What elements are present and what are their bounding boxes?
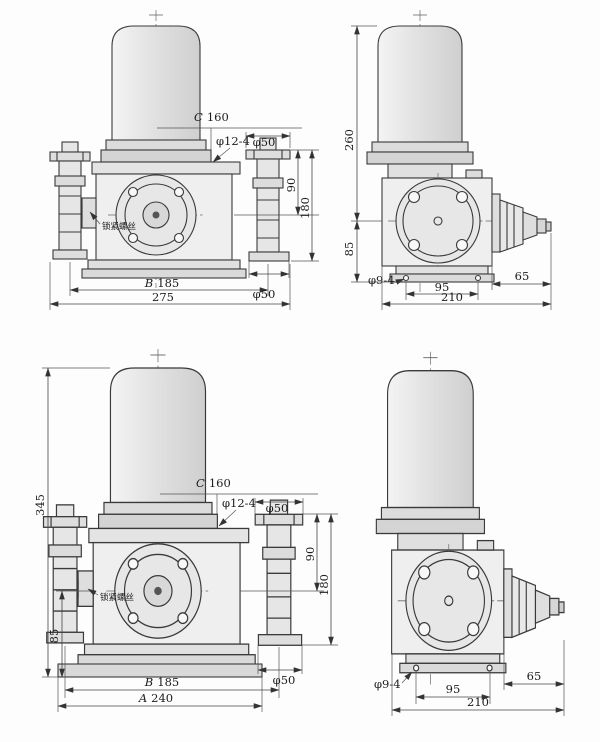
dim-210: 210 [391, 654, 565, 716]
dim-label-85: 85 [342, 242, 356, 257]
dim-65: 65 [503, 638, 565, 690]
leader-line [395, 278, 405, 285]
dim-label-65: 65 [515, 269, 530, 283]
lock-screw-label: 锁紧螺丝 [100, 592, 135, 603]
dim-85: 85 [342, 220, 389, 283]
dim-label-phi12-4: φ12-4 [216, 134, 250, 148]
dim-label-180: 180 [317, 574, 331, 596]
dim-label-85: 85 [47, 629, 61, 644]
dim-275: 275 [49, 262, 291, 310]
dim-phi9-4: φ9-4 [368, 273, 405, 287]
dim-label-260: 260 [342, 129, 356, 151]
leader-line [89, 211, 101, 225]
dim-180: 180 [302, 513, 338, 646]
dim-label-95: 95 [446, 682, 461, 696]
dim-label-275: 275 [152, 290, 174, 304]
dims-side-bottom: φ9-4 95 65 210 [374, 638, 565, 716]
dim-label-65: 65 [527, 669, 542, 683]
dim-phi50-bottom: φ50 [248, 261, 290, 301]
dim-85: 85 [47, 590, 93, 678]
dim-phi50-top: φ50 [254, 498, 304, 515]
side-view-top [366, 9, 552, 293]
label-lock-screw: 锁紧螺丝 [87, 588, 135, 603]
dim-210: 210 [381, 266, 552, 310]
lock-screw-label: 锁紧螺丝 [102, 221, 137, 232]
dim-phi12-4: φ12-4 [212, 134, 250, 163]
leader-line [401, 671, 413, 684]
dim-label-phi9-4: φ9-4 [374, 677, 401, 691]
dim-180: 180 [291, 149, 319, 262]
dims-side-top: 260 85 φ9-4 95 65 210 [342, 25, 552, 310]
dim-label-345: 345 [33, 494, 47, 516]
dim-phi9-4: φ9-4 [374, 671, 413, 691]
dim-95: 95 [415, 673, 491, 704]
dim-label-phi50-bottom: φ50 [253, 287, 276, 301]
leader-line [212, 147, 231, 163]
dim-260: 260 [342, 25, 382, 222]
dim-65: 65 [491, 233, 552, 290]
leader-line [87, 588, 99, 596]
dim-345: 345 [33, 367, 110, 678]
dim-label-180: 180 [298, 197, 312, 219]
front-view-top [49, 9, 291, 289]
dim-90: 90 [234, 149, 319, 216]
label-lock-screw: 锁紧螺丝 [89, 211, 137, 232]
dim-label-95: 95 [435, 280, 450, 294]
leader-line [218, 509, 237, 527]
dim-phi50-bottom: φ50 [257, 645, 303, 687]
dim-label-210: 210 [441, 290, 463, 304]
dim-phi12-4: φ12-4 [218, 496, 256, 527]
dim-label-210: 210 [467, 695, 489, 709]
dim-phi50-top: φ50 [245, 132, 291, 149]
dim-label-90: 90 [303, 547, 317, 562]
dim-label-phi50-top: φ50 [253, 135, 276, 149]
dim-95: 95 [405, 280, 479, 300]
dim-label-phi12-4: φ12-4 [222, 496, 256, 510]
dim-label-90: 90 [284, 178, 298, 193]
front-view-bottom [42, 348, 304, 678]
dim-label-phi9-4: φ9-4 [368, 273, 395, 287]
dim-label-phi50-top: φ50 [266, 501, 289, 515]
dim-label-phi50-bottom: φ50 [273, 673, 296, 687]
side-view-bottom [375, 351, 565, 686]
